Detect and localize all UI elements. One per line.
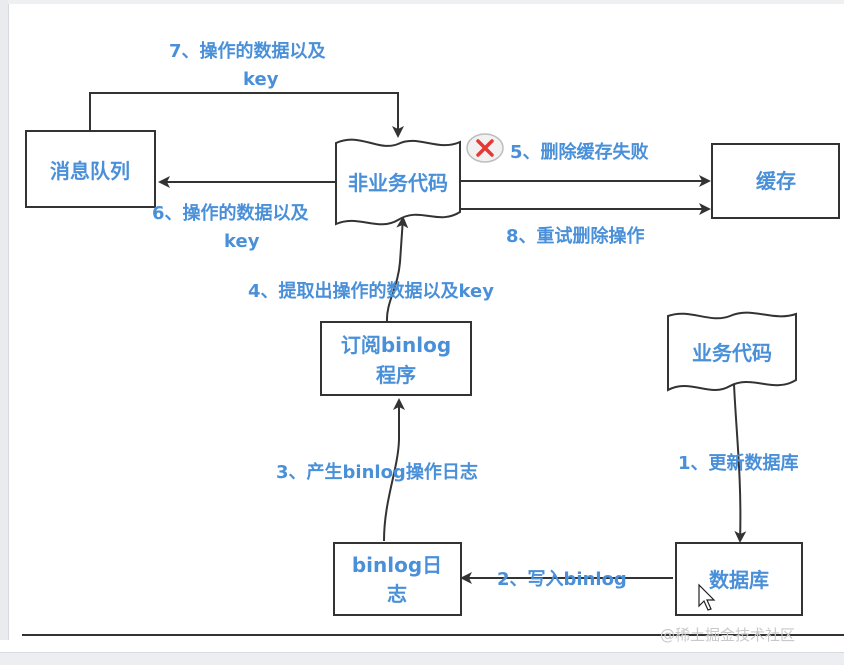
watermark: @稀土掘金技术社区: [660, 626, 796, 644]
node-business-code: [667, 311, 797, 392]
edge-7: [89, 92, 404, 138]
close-icon: [466, 133, 504, 163]
cursor-icon: [698, 583, 716, 611]
node-binlog-log-line2: 志: [387, 582, 407, 606]
top-ruler: [8, 0, 844, 4]
edge-6-label-line2: key: [224, 231, 260, 252]
node-subscribe-binlog-line1: 订阅binlog: [341, 333, 451, 357]
edge-7-label-line2: key: [243, 69, 279, 90]
edge-2-label: 2、写入binlog: [497, 569, 627, 590]
node-database-label: 数据库: [709, 568, 769, 592]
node-subscribe-binlog-line2: 程序: [376, 363, 416, 387]
edge-8-label: 8、重试删除操作: [506, 225, 645, 247]
node-subscribe-binlog: [320, 321, 472, 396]
edge-7-label-line1: 7、操作的数据以及: [169, 40, 327, 62]
node-binlog-log-line1: binlog日: [352, 553, 442, 577]
edge-1: [733, 383, 747, 543]
bottom-scrollbar[interactable]: [0, 652, 844, 665]
node-non-business-code: [335, 138, 461, 226]
edge-3-label: 3、产生binlog操作日志: [276, 461, 478, 483]
edge-6-label-line1: 6、操作的数据以及: [152, 202, 310, 224]
edge-4-label: 4、提取出操作的数据以及key: [248, 280, 494, 302]
edge-5-label: 5、删除缓存失败: [510, 141, 649, 163]
node-binlog-log: [333, 542, 462, 616]
node-non-business-code-label: 非业务代码: [348, 171, 448, 195]
left-ruler: [0, 0, 9, 640]
node-cache-label: 缓存: [756, 169, 796, 193]
node-message-queue-label: 消息队列: [50, 159, 130, 183]
bottom-divider: [22, 634, 844, 636]
node-business-code-label: 业务代码: [692, 341, 772, 365]
edge-3: [383, 398, 405, 542]
node-message-queue: [25, 130, 156, 208]
node-database: [675, 542, 803, 616]
edge-4: [385, 216, 409, 323]
edge-1-label: 1、更新数据库: [678, 452, 799, 474]
node-cache: [711, 143, 840, 219]
